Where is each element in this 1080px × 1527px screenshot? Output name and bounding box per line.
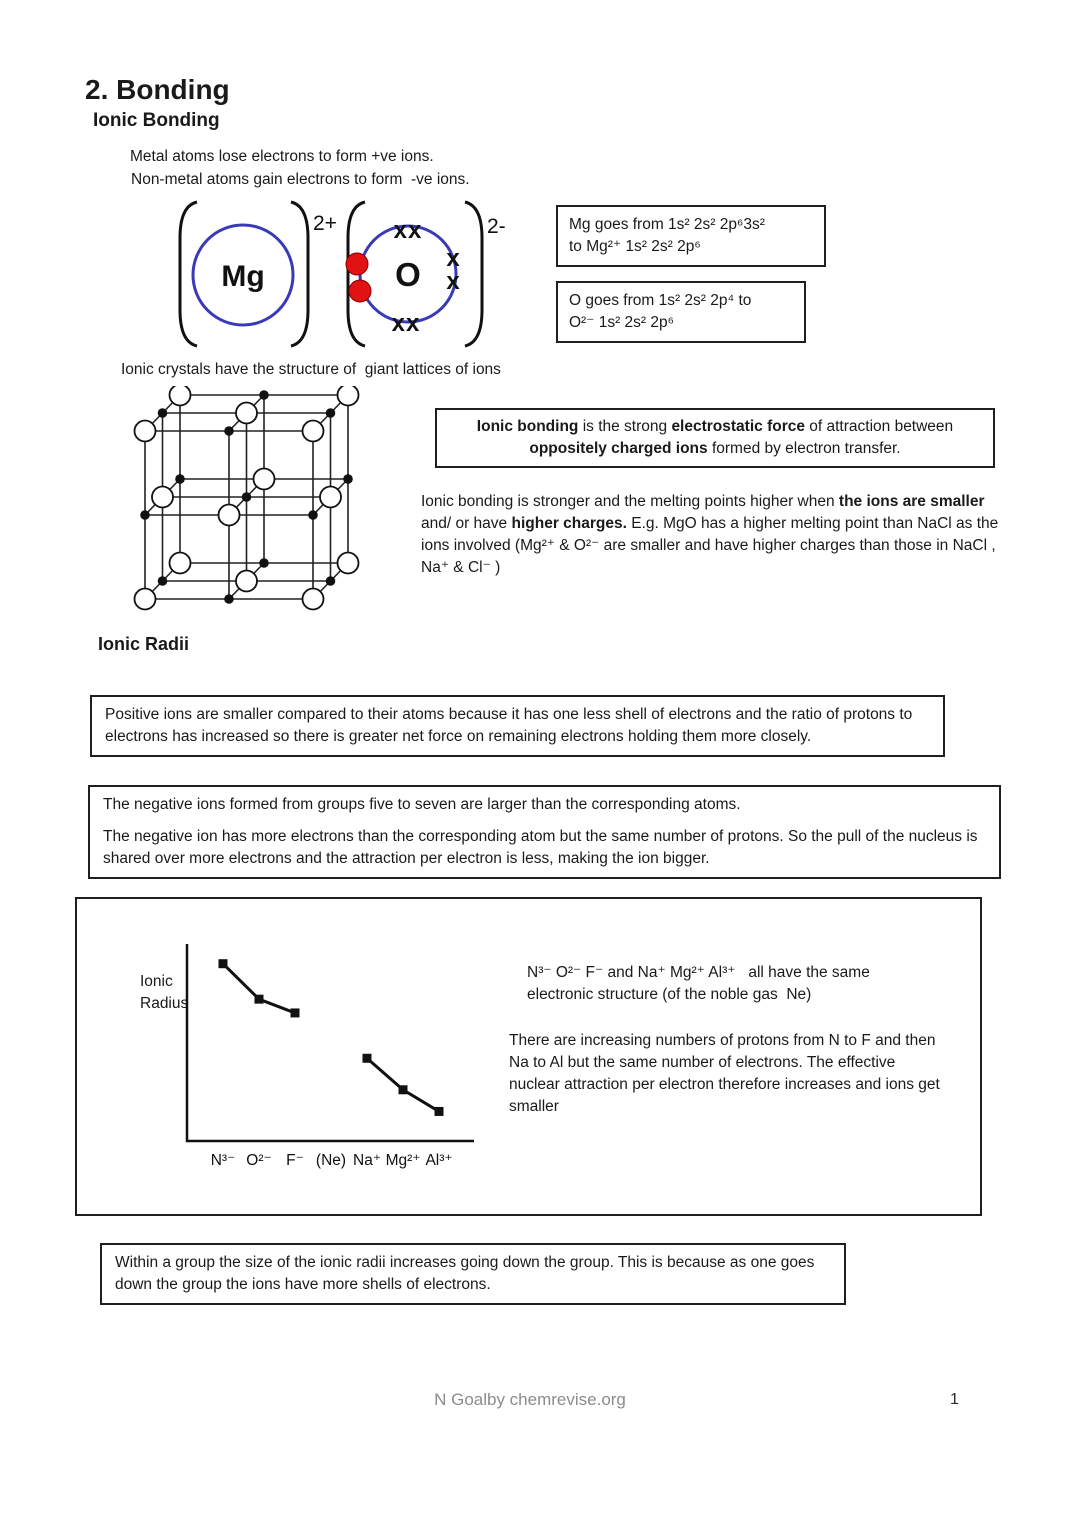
y-axis-label-line-1: Ionic	[140, 973, 173, 990]
lattice-cation-dot	[343, 474, 353, 484]
chart-note-isoelectronic: N³⁻ O²⁻ F⁻ and Na⁺ Mg²⁺ Al³⁺ all have th…	[527, 964, 870, 1003]
lattice-cation-dot	[175, 474, 185, 484]
bond-strength-paragraph: Ionic bonding is stronger and the meltin…	[421, 493, 999, 576]
dot-cross-ion-diagram: Mg 2+ O xx x x xx 2-	[178, 200, 506, 348]
chart-data-point	[254, 994, 264, 1004]
lattice-anion-circle	[301, 419, 325, 443]
lattice-cation-dot	[241, 492, 252, 502]
chart-axes	[185, 944, 474, 1143]
ionic-radius-chart: N³⁻ O²⁻ F⁻ (Ne) Na⁺ Mg²⁺Al³⁺	[185, 944, 474, 1169]
mg-config-line-2: to Mg²⁺ 1s² 2s² 2p⁶	[569, 238, 701, 255]
x-tick-label: Na⁺	[353, 1152, 381, 1169]
electron-cross-pair-bottom: xx	[392, 310, 421, 337]
electron-cross-pair-top: xx	[394, 217, 423, 244]
lattice-anion-circle	[336, 551, 360, 575]
chart-data-point	[434, 1106, 444, 1116]
ionic-bonding-definition-box: Ionic bonding is the strong electrostati…	[435, 408, 995, 468]
mg-electron-shell-circle	[191, 223, 295, 327]
chart-data-point	[290, 1008, 300, 1018]
lattice-anion-circle	[168, 551, 192, 575]
x-tick-label: F⁻	[286, 1152, 304, 1169]
x-tick-label: Mg²⁺	[386, 1152, 421, 1169]
transferred-electron-dot-1	[345, 252, 369, 276]
o-symbol: O	[395, 256, 421, 293]
o-config-line-1: O goes from 1s² 2s² 2p⁴ to	[569, 292, 752, 309]
footer-credit: N Goalby chemrevise.org	[434, 1390, 626, 1409]
section-heading-ionic-radii: Ionic Radii	[98, 634, 190, 654]
right-bracket-close	[464, 200, 484, 348]
chart-series-line	[366, 1057, 440, 1113]
lattice-anion-circle	[235, 569, 258, 593]
negative-ions-box: The negative ions formed from groups fiv…	[88, 785, 1001, 879]
lattice-caption: Ionic crystals have the structure of gia…	[121, 361, 501, 378]
lattice-cation-dot	[140, 510, 150, 520]
lattice-anion-circle	[252, 467, 276, 491]
chart-data-point	[398, 1085, 408, 1095]
o-configuration-box: O goes from 1s² 2s² 2p⁴ to O²⁻ 1s² 2s² 2…	[556, 281, 806, 343]
chart-series-line	[221, 962, 296, 1015]
lattice-cation-dot	[224, 594, 234, 604]
intro-line-1: Metal atoms lose electrons to form +ve i…	[130, 148, 434, 165]
group-trend-box: Within a group the size of the ionic rad…	[100, 1243, 846, 1305]
lattice-cation-dot	[259, 390, 269, 400]
mg-config-line-1: Mg goes from 1s² 2s² 2p⁶3s²	[569, 216, 765, 233]
lattice-anion-circle	[168, 386, 192, 407]
ionic-lattice-diagram	[133, 386, 360, 611]
ionic-radius-chart-box: Ionic Radius N³⁻ O²⁻ F⁻ (Ne) Na⁺ Mg²⁺Al³⁺ N³⁻…	[75, 897, 982, 1216]
negative-ions-para-1: The negative ions formed from groups fiv…	[103, 796, 741, 813]
page-number: 1	[950, 1391, 959, 1408]
lattice-anion-circle	[151, 485, 174, 509]
x-tick-label: Al³⁺	[425, 1152, 452, 1169]
negative-ions-para-2: The negative ion has more electrons than…	[103, 828, 978, 867]
lattice-anion-circle	[336, 386, 360, 407]
chart-data-point	[362, 1053, 372, 1063]
lattice-cation-dot	[259, 558, 269, 568]
o-config-line-2: O²⁻ 1s² 2s² 2p⁶	[569, 314, 675, 331]
mg-symbol: Mg	[221, 260, 264, 293]
lattice-cation-dot	[157, 576, 168, 586]
x-tick-label: (Ne)	[316, 1152, 346, 1169]
chart-data-point	[218, 959, 228, 969]
right-bracket-open	[346, 200, 366, 348]
transferred-electron-dot-2	[348, 279, 372, 303]
page-title: 2. Bonding	[85, 74, 230, 105]
lattice-anion-circle	[235, 401, 258, 425]
lattice-cation-dot	[308, 510, 318, 520]
section-heading-ionic-bonding: Ionic Bonding	[93, 110, 220, 131]
o-charge-label: 2-	[487, 215, 506, 238]
lattice-cation-dot	[224, 426, 234, 436]
x-tick-label: O²⁻	[246, 1152, 271, 1169]
lattice-anion-circle	[319, 485, 342, 509]
chart-y-axis-label: Ionic Radius	[140, 971, 188, 1015]
y-axis-label-line-2: Radius	[140, 995, 189, 1012]
lattice-cation-dot	[325, 408, 336, 418]
lattice-cation-dot	[325, 576, 336, 586]
mg-charge-label: 2+	[313, 212, 337, 235]
lattice-anion-circle	[217, 503, 241, 527]
chart-note-protons: There are increasing numbers of protons …	[509, 1032, 940, 1115]
lattice-anion-circle	[133, 587, 157, 611]
left-bracket-open	[178, 200, 198, 348]
electron-cross-right-lower: x	[446, 268, 460, 295]
mg-configuration-box: Mg goes from 1s² 2s² 2p⁶3s² to Mg²⁺ 1s² …	[556, 205, 826, 267]
lattice-anion-circle	[301, 587, 325, 611]
intro-line-2: Non-metal atoms gain electrons to form -…	[131, 171, 470, 188]
lattice-cation-dot	[157, 408, 168, 418]
positive-ions-box: Positive ions are smaller compared to th…	[90, 695, 945, 757]
electron-cross-right-upper: x	[446, 245, 460, 272]
left-bracket-close	[290, 200, 310, 348]
lattice-anion-circle	[133, 419, 157, 443]
x-tick-label: N³⁻	[211, 1152, 236, 1169]
